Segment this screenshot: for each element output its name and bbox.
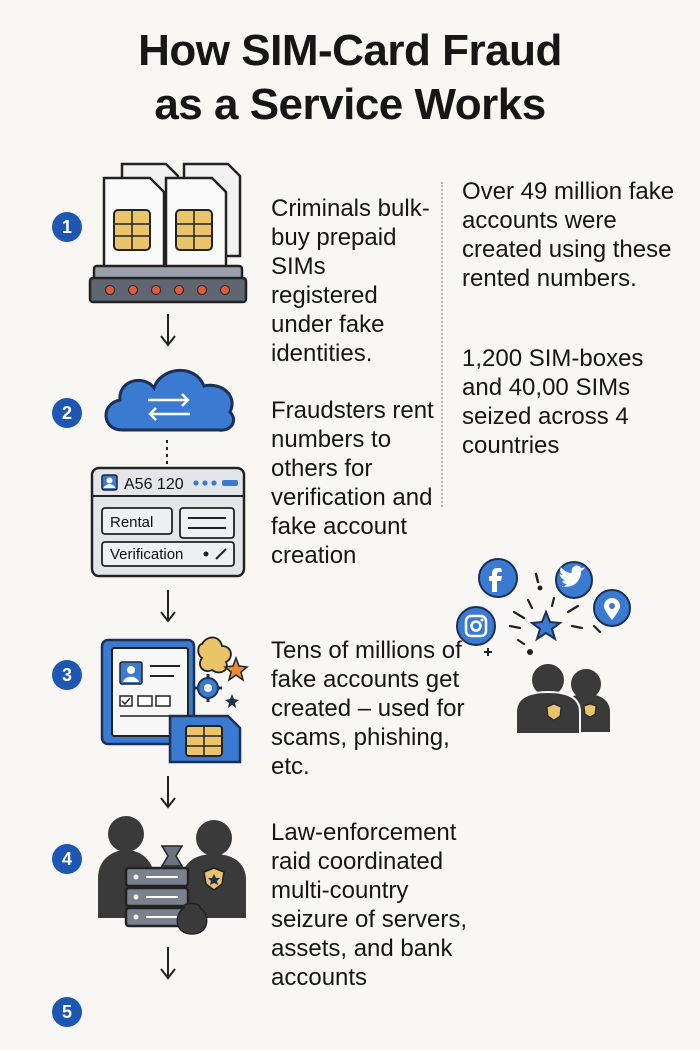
- fake-profile-icon: [100, 636, 249, 764]
- arrow-down-icon: [160, 590, 176, 623]
- location-pin-icon: [593, 589, 631, 627]
- step-2-text: Fraudsters rent numbers to others for ve…: [271, 397, 434, 569]
- stat-seizure: 1,200 SIM-boxes and 40,00 SIMs seized ac…: [462, 345, 644, 459]
- rental-window: A56 120 Rental Verification: [90, 466, 246, 578]
- title-line-2: as a Service Works: [154, 80, 546, 129]
- window-id: A56 120: [124, 476, 184, 493]
- rental-button: [101, 507, 173, 535]
- step-4-text: Law-enforcement raid coordinated multi-c…: [271, 819, 468, 991]
- step-1-text: Criminals bulk-buy prepaid SIMs register…: [271, 195, 430, 367]
- step-badge-2: 2: [52, 398, 82, 428]
- step-badge-1: 1: [52, 212, 82, 242]
- stats-divider: [441, 182, 443, 507]
- step-badge-4: 4: [52, 844, 82, 874]
- arrow-down-icon: [160, 314, 176, 347]
- instagram-icon: [456, 606, 496, 646]
- cloud-sync-icon: [104, 369, 235, 432]
- connector-dots: [166, 440, 168, 464]
- social-network-cluster: [456, 558, 631, 735]
- page-title: How SIM-Card Fraud as a Service Works: [0, 24, 700, 132]
- step-3-text: Tens of millions of fake accounts get cr…: [271, 637, 465, 780]
- svg-text:Rental: Rental: [110, 514, 153, 531]
- verification-button: [101, 541, 235, 567]
- police-server-icon: [98, 816, 246, 935]
- svg-text:Verification: Verification: [110, 546, 183, 563]
- arrow-down-icon: [160, 947, 176, 980]
- step-badge-3: 3: [52, 660, 82, 690]
- step-badge-5: 5: [52, 997, 82, 1027]
- title-line-1: How SIM-Card Fraud: [138, 26, 562, 75]
- sim-bank-icon: [88, 162, 248, 304]
- arrow-down-icon: [160, 776, 176, 809]
- stat-fake-accounts: Over 49 million fake accounts were creat…: [462, 178, 675, 292]
- facebook-icon: [478, 558, 518, 598]
- twitter-icon: [555, 561, 593, 599]
